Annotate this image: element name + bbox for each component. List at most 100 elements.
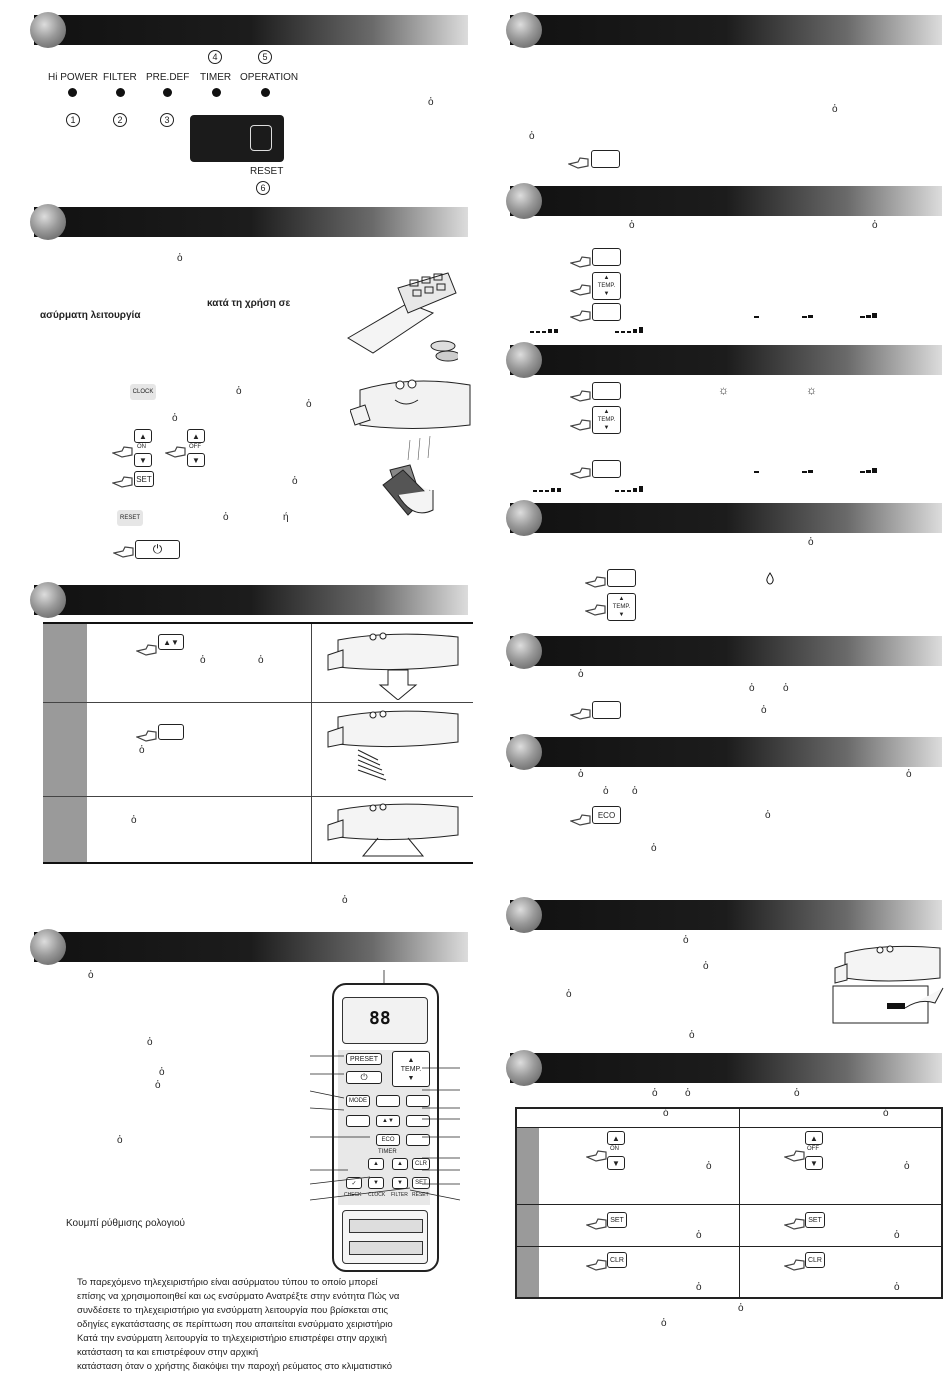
timer-on-up-button[interactable]: ▲ (607, 1131, 625, 1145)
glyph-o: ὀ (661, 1318, 667, 1329)
remote-quiet-button[interactable] (406, 1115, 430, 1127)
mode-button[interactable] (591, 150, 620, 168)
on-timer-buttons: ▲ ON ▼ (134, 429, 154, 469)
section-header-remote-parts (30, 929, 468, 965)
glyph-o: ὀ (578, 669, 584, 680)
lamp-operation (261, 88, 270, 97)
fan-button[interactable] (592, 303, 621, 321)
clock-button[interactable]: CLOCK (130, 384, 156, 400)
remote-in-hand-illustration (382, 469, 434, 516)
timer-clr-on-button[interactable]: CLR (607, 1252, 627, 1268)
callout-5: 5 (258, 50, 272, 64)
temp-label: TEMP. (612, 604, 631, 610)
mode-button[interactable] (592, 382, 621, 400)
glyph-o: ὀ (904, 1161, 910, 1172)
lamp-label-timer: TIMER (200, 72, 232, 83)
timer-off-buttons: ▲ OFF ▼ (805, 1131, 825, 1173)
remote-power-button[interactable]: ⏻ (346, 1071, 382, 1084)
ac-unit-remote-illustration (350, 379, 471, 501)
hipower-button[interactable] (592, 701, 621, 719)
glyph-o: ὀ (139, 745, 145, 756)
timer-off-down-button[interactable]: ▼ (805, 1156, 823, 1170)
hand-pointer-icon (570, 467, 591, 479)
on-up-button[interactable]: ▲ (134, 429, 152, 443)
fan-speed-bars-icon (530, 327, 643, 333)
remote-mode-button[interactable]: MODE (346, 1095, 370, 1107)
remote-on-down-button[interactable]: ▼ (368, 1177, 384, 1189)
section-header-heating (506, 342, 942, 378)
hand-pointer-icon (570, 256, 591, 268)
hand-pointer-icon (784, 1259, 805, 1271)
hand-pointer-icon (585, 604, 606, 616)
remote-temp-button[interactable]: ▲TEMP.▼ (392, 1051, 430, 1087)
remote-clr-button[interactable]: CLR (412, 1158, 430, 1170)
remote-set-button[interactable]: SET (412, 1177, 430, 1189)
timer-on-down-button[interactable]: ▼ (607, 1156, 625, 1170)
glyph-o: ὀ (783, 683, 789, 694)
section-header-eco (506, 734, 942, 770)
remote-hipower-button[interactable] (406, 1095, 430, 1107)
timer-off-up-button[interactable]: ▲ (805, 1131, 823, 1145)
off-up-button[interactable]: ▲ (187, 429, 205, 443)
remote-fan-button[interactable] (376, 1095, 400, 1107)
fan-speed-bars-icon (533, 486, 643, 492)
off-down-button[interactable]: ▼ (187, 453, 205, 467)
remote-preset-button[interactable]: PRESET (346, 1053, 382, 1065)
timer-off-label: OFF (807, 1146, 819, 1152)
mode-button[interactable] (607, 569, 636, 587)
temp-up-icon: ▲ (618, 596, 625, 602)
lcd-digits: 88 (369, 1008, 391, 1029)
callout-1: 1 (66, 113, 80, 127)
remote-eco-button[interactable]: ECO (376, 1134, 400, 1146)
fan-button[interactable] (592, 460, 621, 478)
glyph-o: ὀ (258, 655, 264, 666)
louver-button[interactable]: ▲▼ (158, 634, 184, 650)
section-header-temporary (506, 897, 942, 933)
section-ball-icon (506, 183, 542, 219)
timer-clr-off-button[interactable]: CLR (805, 1252, 825, 1268)
eco-button[interactable]: ECO (592, 806, 621, 824)
power-button[interactable]: ⏻ (135, 540, 180, 559)
ac-louver-down-illustration (327, 632, 459, 700)
hand-pointer-icon (112, 476, 133, 488)
lamp-label-hi-power: Hi POWER (48, 72, 98, 83)
temp-button[interactable]: ▲TEMP.▼ (607, 593, 636, 621)
glyph-o: ὀ (88, 970, 94, 981)
glyph-o: ὀ (155, 1080, 161, 1091)
temp-button[interactable]: ▲TEMP.▼ (592, 406, 621, 434)
temp-down-icon: ▼ (603, 291, 610, 297)
remote-clock-label: CLOCK (368, 1192, 386, 1198)
remote-swing-button[interactable] (346, 1115, 370, 1127)
temp-label: TEMP. (597, 283, 616, 289)
temp-button[interactable]: ▲TEMP.▼ (592, 272, 621, 300)
lamp-filter (116, 88, 125, 97)
reset-remote-button[interactable]: RESET (117, 510, 143, 526)
section-header-remote-setup (30, 204, 468, 240)
glyph-o: ὀ (808, 537, 814, 548)
timer-set-on-button[interactable]: SET (607, 1212, 627, 1228)
set-button[interactable]: SET (134, 471, 154, 487)
swing-button[interactable] (158, 724, 184, 740)
hand-pointer-icon (586, 1150, 607, 1162)
glyph-o: ὀ (794, 1088, 800, 1099)
reset-button[interactable] (250, 125, 272, 151)
timer-set-off-button[interactable]: SET (805, 1212, 825, 1228)
on-down-button[interactable]: ▼ (134, 453, 152, 467)
section-ball-icon (506, 734, 542, 770)
glyph-o: ὀ (651, 843, 657, 854)
glyph-o: ὀ (765, 810, 771, 821)
fan-level-icons (754, 313, 877, 318)
remote-off-button[interactable]: ▲ (392, 1158, 408, 1170)
glyph-o: ὀ (696, 1282, 702, 1293)
glyph-o: ὀ (689, 1030, 695, 1041)
glyph-o: ὀ (706, 1161, 712, 1172)
mode-button[interactable] (592, 248, 621, 266)
remote-louver-button[interactable]: ▲▼ (376, 1115, 400, 1127)
remote-check-button[interactable]: ✓ (346, 1177, 362, 1189)
glyph-o: ὀ (603, 786, 609, 797)
remote-on-button[interactable]: ▲ (368, 1158, 384, 1170)
remote-off-down-button[interactable]: ▼ (392, 1177, 408, 1189)
section-ball-icon (506, 1050, 542, 1086)
section-ball-icon (30, 582, 66, 618)
glyph-o: ὀ (342, 895, 348, 906)
